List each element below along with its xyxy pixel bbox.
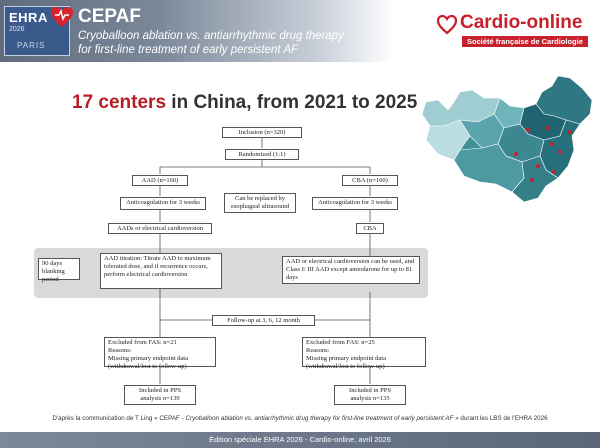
excluded-right-count: Excluded from FAS: n=25 (306, 339, 375, 346)
caption-prefix: D'après la communication de T Ling « CEP… (52, 415, 186, 422)
flowchart: Inclusion (n=320) Randomized (1:1) AAD (… (0, 120, 440, 410)
source-caption: D'après la communication de T Ling « CEP… (0, 415, 600, 422)
randomized-box: Randomized (1:1) (225, 149, 299, 160)
flowchart-connectors (159, 137, 371, 384)
study-subtitle-line1: Cryoballoon ablation vs. antiarrhythmic … (78, 30, 344, 42)
slide-title: 17 centers in China, from 2021 to 2025 (72, 92, 417, 114)
center-marker (568, 130, 572, 134)
center-marker (558, 150, 562, 154)
inclusion-box: Inclusion (n=320) (222, 127, 302, 138)
blanking-period-box: 90 days blanking period (38, 258, 80, 283)
center-marker (546, 126, 550, 130)
center-marker (552, 170, 556, 174)
brand-name: Cardio-online (460, 12, 583, 33)
excluded-right-reasons: Reasons: (306, 347, 330, 354)
excluded-left-box: Excluded from FAS: n=21 Reasons: Missing… (104, 337, 216, 370)
pps-left-box: Included in PPS analysis n=139 (124, 385, 196, 405)
aad-arm-box: AAD (n=160) (132, 175, 188, 186)
center-marker (530, 178, 534, 182)
anticoag-left-box: Anticoagulation for 3 weeks (120, 197, 206, 210)
slide-title-highlight: 17 centers (72, 92, 167, 113)
slide-header: EHRA 2026 PARIS CEPAF Cryoballoon ablati… (0, 0, 600, 62)
cardio-heart-icon (436, 14, 458, 35)
anticoag-right-box: Anticoagulation for 3 weeks (312, 197, 398, 210)
excluded-right-box: Excluded from FAS: n=25 Reasons: Missing… (302, 337, 426, 370)
excluded-left-reasons: Reasons: (108, 347, 132, 354)
cardio-online-logo: Cardio-online Société française de Cardi… (436, 12, 596, 47)
excluded-left-count: Excluded from FAS: n=21 (108, 339, 177, 346)
center-marker (550, 142, 554, 146)
aad-titration-box: AAD titration: Titrate AAD to maximum to… (100, 253, 222, 289)
esophageal-note-box: Can be replaced by esophageal ultrasound (224, 193, 296, 213)
ehra-logo-city: PARIS (17, 41, 46, 50)
footer-bar: Édition spéciale EHRA 2026 - Cardio-onli… (0, 432, 600, 448)
pps-right-box: Included in PPS analysis n=135 (334, 385, 406, 405)
cba-aad-box: AAD or electrical cardioversion can be u… (282, 256, 420, 284)
heart-icon (51, 7, 73, 27)
ehra-logo-year: 2026 (9, 26, 25, 33)
footer-text: Édition spéciale EHRA 2026 - Cardio-onli… (209, 435, 391, 444)
center-marker (526, 128, 530, 132)
caption-title: Cryoballoon ablation vs. antiarrhythmic … (185, 415, 454, 422)
china-map (421, 75, 593, 203)
study-name: CEPAF (78, 6, 141, 27)
excluded-right-detail: Missing primary endpoint data (withdrawa… (306, 355, 386, 370)
center-marker (536, 164, 540, 168)
brand-tagline: Société française de Cardiologie (462, 36, 588, 47)
excluded-left-detail: Missing primary endpoint data (withdrawa… (108, 355, 188, 370)
slide-title-rest: in China, from 2021 to 2025 (166, 92, 418, 113)
center-marker (514, 152, 518, 156)
study-subtitle-line2: for first-line treatment of early persis… (78, 44, 299, 56)
cba-arm-box: CBA (n=160) (342, 175, 398, 186)
ehra-logo-name: EHRA (9, 10, 48, 25)
aad-or-ec-box: AADs or electrical cardioversion (108, 223, 212, 234)
followup-box: Follow-up at 3, 6, 12 month (212, 315, 315, 326)
cba-step-box: CBA (356, 223, 384, 234)
study-subtitle: Cryoballoon ablation vs. antiarrhythmic … (78, 29, 398, 57)
caption-suffix: » durant les LBS de l'EHRA 2026 (453, 415, 548, 422)
